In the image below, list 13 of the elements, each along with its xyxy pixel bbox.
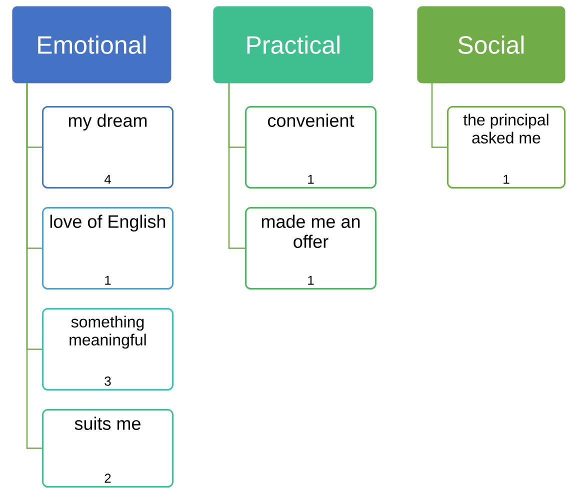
item-box: something meaningful 3 — [42, 308, 174, 390]
item-box: love of English 1 — [42, 207, 174, 290]
connector-line — [431, 83, 447, 148]
connector-line — [26, 83, 42, 449]
connector-line — [228, 83, 245, 249]
item-box: suits me 2 — [42, 409, 174, 488]
item-box: my dream 4 — [42, 106, 174, 188]
category-header: Social — [417, 6, 566, 84]
item-box: made me an offer 1 — [245, 207, 376, 290]
item-box: the principal asked me 1 — [447, 106, 566, 188]
category-header: Practical — [213, 6, 374, 84]
item-box: convenient 1 — [245, 106, 376, 188]
category-header: Emotional — [12, 6, 172, 84]
